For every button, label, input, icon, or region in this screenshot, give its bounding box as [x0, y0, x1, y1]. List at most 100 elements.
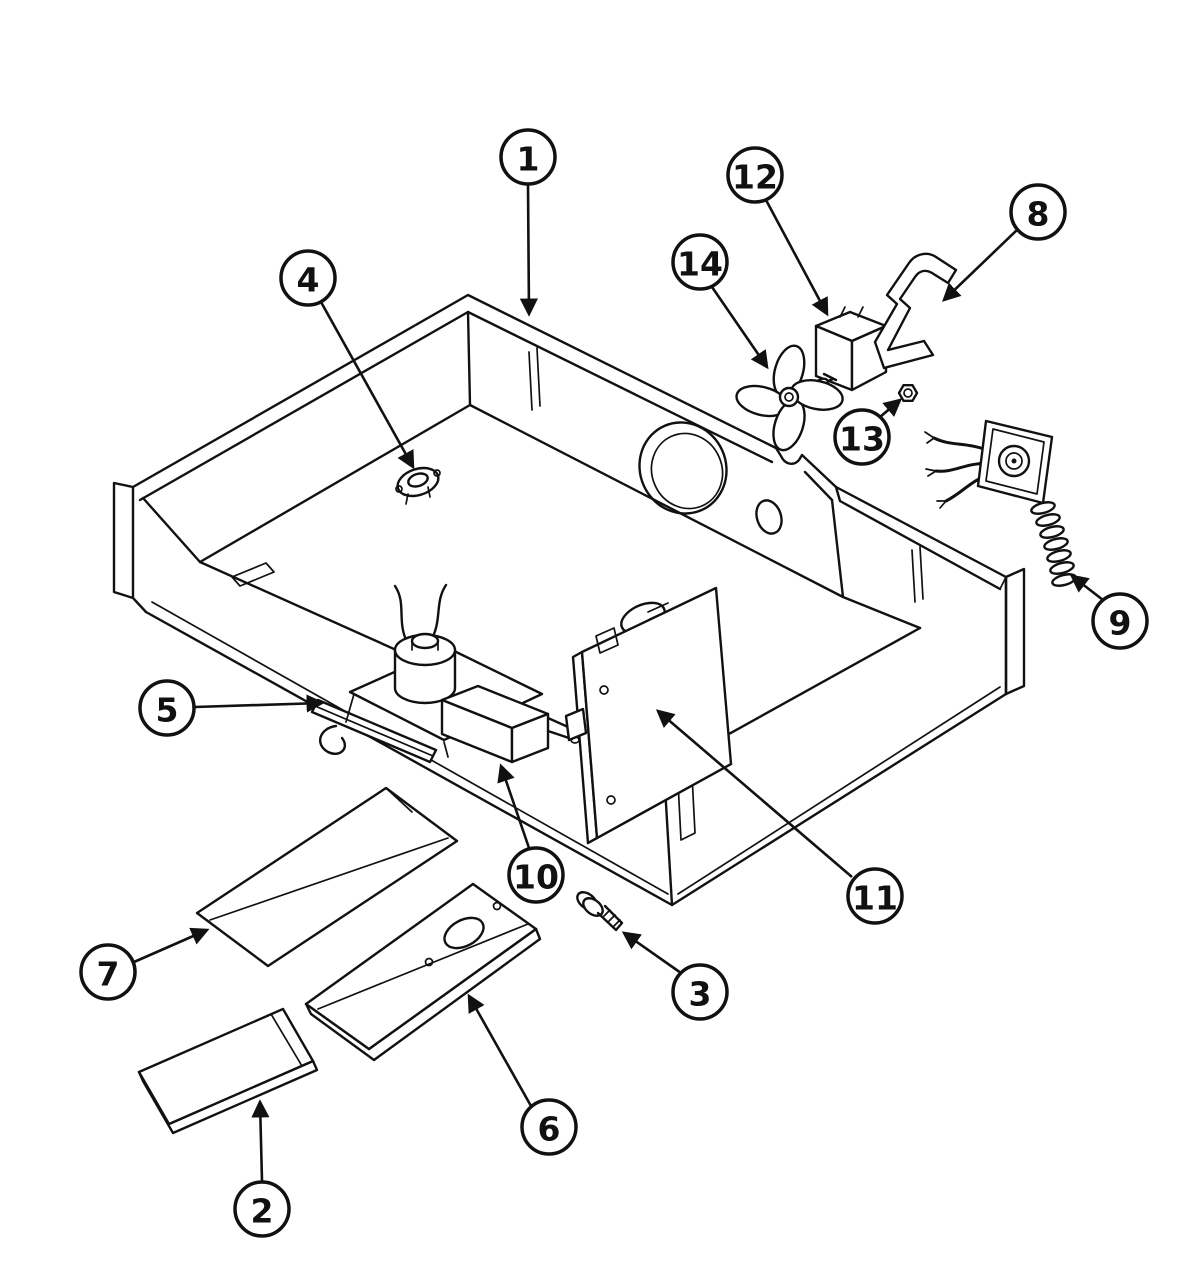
- leader-line: [251, 1099, 270, 1182]
- duct-screw-hole: [492, 901, 502, 911]
- panel-face: [137, 1007, 315, 1126]
- back-corner-seam: [466, 310, 472, 407]
- callout-2: 2: [233, 1099, 291, 1238]
- nut-hex: [897, 384, 919, 402]
- callout-circle: [507, 846, 565, 904]
- duct-lower-crease: [317, 923, 529, 1010]
- callout-circle: [233, 1180, 291, 1238]
- board-face: [580, 586, 733, 840]
- callout-circle: [833, 408, 891, 466]
- grommet-center: [407, 472, 429, 488]
- floor-left-edge: [198, 403, 472, 564]
- left-front-seam: [141, 496, 202, 564]
- callout-circle: [79, 943, 137, 1001]
- callout-number: 12: [732, 158, 778, 197]
- right-wall-slot: [911, 546, 924, 603]
- callout-circle: [846, 867, 904, 925]
- board-connector: [595, 627, 619, 654]
- fan-cutout: [638, 421, 728, 515]
- callout-10: 10: [497, 763, 565, 904]
- wire-strands: [924, 431, 947, 509]
- part-rivet: [576, 891, 624, 932]
- conduit-rib: [1049, 561, 1075, 575]
- callout-number: 3: [689, 975, 712, 1014]
- part-terminal-receptacle: [924, 419, 1077, 587]
- callout-1: 1: [499, 128, 557, 317]
- duct-upper-face: [195, 786, 459, 968]
- left-flange-edge: [131, 596, 148, 614]
- back-wall-slot: [528, 347, 541, 411]
- callout-circle: [499, 128, 557, 186]
- oval-hole: [755, 499, 783, 535]
- grommet-flange: [396, 466, 440, 498]
- left-flange: [112, 481, 135, 600]
- leader-line: [655, 709, 853, 878]
- callout-circle: [138, 679, 196, 737]
- board-slot: [647, 602, 671, 620]
- conduit-rib: [1035, 513, 1061, 527]
- leader-line: [519, 184, 538, 317]
- hem-right: [677, 686, 1001, 895]
- leader-line: [879, 398, 903, 418]
- fan-motor-terminals: [839, 306, 864, 318]
- part-grommet: [395, 466, 441, 505]
- leader-line: [133, 927, 210, 964]
- bracket-strap: [873, 252, 958, 370]
- part-fan-blade: [735, 344, 844, 452]
- callout-number: 13: [839, 420, 885, 459]
- part-air-duct-lower: [304, 882, 542, 1062]
- callout-circle: [1009, 183, 1067, 241]
- panel-fold: [270, 1013, 303, 1067]
- conduit-rib: [1046, 549, 1072, 563]
- conduit-rib: [1039, 525, 1065, 539]
- callout-number: 1: [517, 140, 540, 179]
- rim-outer-edge: [131, 293, 1008, 579]
- callout-number: 4: [297, 261, 320, 300]
- duct-screw-hole: [424, 957, 434, 967]
- callout-number: 7: [97, 955, 120, 994]
- callout-number: 10: [513, 858, 559, 897]
- rivet-threads: [603, 909, 621, 927]
- part-chassis: [112, 293, 1026, 907]
- part-air-duct-upper: [195, 786, 459, 968]
- floor-vent: [231, 562, 275, 587]
- leader-line: [710, 286, 769, 370]
- callout-7: 7: [79, 927, 210, 1001]
- callout-circle: [671, 233, 729, 291]
- callout-3: 3: [621, 931, 729, 1021]
- leader-line: [497, 763, 531, 849]
- callout-circle: [520, 1098, 578, 1156]
- leader-line: [319, 301, 415, 470]
- board-hole: [599, 685, 609, 695]
- floor-front-edges: [198, 560, 922, 772]
- grommet-ear: [395, 485, 403, 493]
- duct-lower-hole: [443, 916, 485, 950]
- part-fan-motor: [814, 306, 888, 392]
- leader-line: [942, 229, 1018, 302]
- callout-number: 5: [156, 691, 179, 730]
- part-cover-panel: [137, 1007, 319, 1135]
- part-motor-assembly: [310, 583, 580, 764]
- receptacle-plate-inner: [985, 428, 1045, 495]
- conduit-rib: [1030, 501, 1056, 515]
- leader-line: [194, 694, 325, 713]
- callout-circle: [1091, 592, 1149, 650]
- fan-cutout-inner: [650, 432, 724, 510]
- nut-hole: [903, 388, 913, 398]
- leader-line: [1069, 574, 1104, 602]
- back-right-seam: [830, 498, 845, 599]
- rim-inner-edge-notch: [803, 470, 834, 502]
- receptacle-pin: [1011, 458, 1017, 464]
- callout-number: 14: [677, 245, 723, 284]
- duct-upper-fold: [385, 787, 413, 813]
- callout-14: 14: [671, 233, 769, 370]
- part-nut: [897, 384, 919, 402]
- board-bracket-tab: [564, 707, 588, 742]
- callout-9: 9: [1069, 574, 1149, 650]
- right-flange: [1004, 567, 1026, 696]
- mount-hook: [318, 724, 347, 755]
- grommet-ear: [433, 469, 441, 477]
- duct-upper-crease: [209, 837, 449, 921]
